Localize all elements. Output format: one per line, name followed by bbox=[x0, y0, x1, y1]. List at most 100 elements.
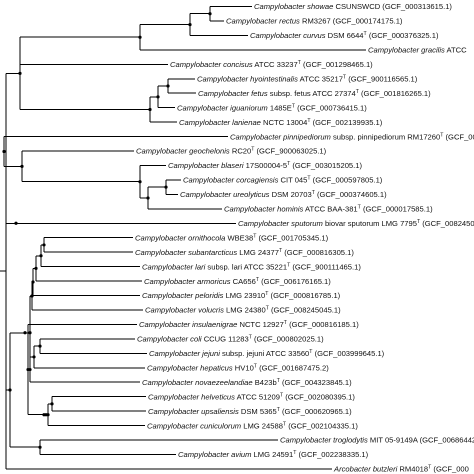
tree-node-dot bbox=[8, 388, 12, 392]
taxon-species: Campylobacter novaezeelandiae bbox=[142, 378, 253, 387]
taxon-strain: LMG 23910 bbox=[223, 291, 265, 300]
taxon-type-strain-mark: T bbox=[254, 363, 258, 369]
taxon-strain: biovar sputorum LMG 7795 bbox=[323, 219, 417, 228]
taxon-label: Campylobacter corcagiensis CIT 045T (GCF… bbox=[183, 176, 383, 185]
taxon-species: Campylobacter upsaliensis bbox=[148, 407, 239, 416]
taxon-accession: (GCF_900063025.1) bbox=[254, 147, 326, 156]
taxon-species: Campylobacter hepaticus bbox=[147, 363, 233, 372]
taxon-label: Campylobacter iguaniorum 1485ET (GCF_000… bbox=[177, 103, 367, 112]
taxon-species: Campylobacter jejuni bbox=[149, 349, 220, 358]
taxon-accession: (GCF_003015205.1) bbox=[290, 161, 362, 170]
taxon-label: Campylobacter lari subsp. lari ATCC 3522… bbox=[142, 262, 361, 271]
taxon-label: Campylobacter hominis ATCC BAA-381T (GCF… bbox=[224, 205, 433, 214]
taxon-label: Campylobacter hyointestinalis ATCC 35217… bbox=[197, 74, 418, 83]
tree-node-dot bbox=[138, 180, 142, 184]
taxon-label: Campylobacter pinnipediorum subsp. pinni… bbox=[230, 132, 474, 141]
taxon-type-strain-mark: T bbox=[312, 190, 316, 196]
tree-node-dot bbox=[166, 84, 170, 88]
taxon-accession: (GCF_000816785.1) bbox=[268, 291, 340, 300]
tree-node-dot bbox=[14, 221, 18, 225]
taxon-species: Campylobacter peloridis bbox=[142, 291, 224, 300]
taxon-strain: ATCC 35217 bbox=[298, 74, 343, 83]
taxon-type-strain-mark: T bbox=[256, 277, 260, 283]
taxon-label: Campylobacter upsaliensis DSM 5365T (GCF… bbox=[148, 407, 352, 416]
taxon-species: Campylobacter rectus bbox=[226, 17, 300, 26]
taxon-type-strain-mark: T bbox=[358, 205, 362, 211]
taxon-strain: WBE38 bbox=[225, 233, 253, 242]
taxon-species: Campylobacter lanienae bbox=[179, 118, 261, 127]
taxon-species: Campylobacter helveticus bbox=[148, 392, 235, 401]
taxon-species: Campylobacter hyointestinalis bbox=[197, 74, 298, 83]
taxon-species: Campylobacter fetus bbox=[198, 89, 268, 98]
taxon-strain: MIT 05-9149A bbox=[368, 436, 419, 445]
taxon-label: Campylobacter showae CSUNSWCD (GCF_00031… bbox=[254, 2, 452, 11]
taxon-accession: (GCF_000597805.1) bbox=[311, 176, 383, 185]
taxon-accession: (GCF_000816185.1) bbox=[287, 320, 359, 329]
tree-node-dot bbox=[32, 355, 36, 359]
taxon-species: Campylobacter avium bbox=[178, 450, 251, 459]
tree-node-dot bbox=[50, 402, 54, 406]
taxon-strain: RM4018 bbox=[397, 465, 428, 474]
taxon-species: Campylobacter iguaniorum bbox=[177, 103, 268, 112]
taxon-strain: DSM 20703 bbox=[269, 190, 311, 199]
tree-node-dot bbox=[156, 95, 160, 99]
tree-node-dot bbox=[30, 294, 34, 298]
tree-node-dot bbox=[138, 35, 142, 39]
taxon-label: Campylobacter novaezeelandiae B423bT (GC… bbox=[142, 378, 352, 387]
taxon-accession: (GCF_000313615.1) bbox=[380, 2, 452, 11]
taxon-type-strain-mark: T bbox=[287, 161, 291, 167]
tree-node-dot bbox=[148, 107, 152, 112]
taxon-strain: ATCC 33237 bbox=[253, 60, 298, 69]
taxon-accession: (GCF_002104335.1) bbox=[286, 421, 358, 430]
taxon-type-strain-mark: T bbox=[293, 450, 297, 456]
taxon-accession: (GCF_000620965.1) bbox=[280, 407, 352, 416]
taxon-label: Arcobacter butzleri RM4018T (GCF_000 bbox=[333, 465, 469, 474]
taxon-species: Campylobacter insulaenigrae bbox=[139, 320, 237, 329]
taxon-accession: (GCF_000017585.1) bbox=[361, 205, 433, 214]
taxon-accession: (GCF_004323845.1) bbox=[280, 378, 352, 387]
taxon-label: Campylobacter gracilis ATCC bbox=[368, 46, 467, 55]
taxon-label: Campylobacter curvus DSM 6644T (GCF_0003… bbox=[250, 31, 439, 40]
taxon-label: Campylobacter ureolyticus DSM 20703T (GC… bbox=[180, 190, 387, 199]
taxon-accession: (GCF_000736415.1) bbox=[295, 103, 367, 112]
taxon-accession: (GCF_000374605.1) bbox=[315, 190, 387, 199]
taxon-strain: ATCC BAA-381 bbox=[303, 205, 357, 214]
taxon-accession: (GCF_008245005.1) bbox=[420, 219, 474, 228]
taxon-type-strain-mark: T bbox=[292, 103, 296, 109]
taxon-label: Campylobacter ornithocola WBE38T (GCF_00… bbox=[135, 233, 329, 242]
taxon-strain: 1485E bbox=[268, 103, 292, 112]
taxon-strain: CSUNSWCD bbox=[333, 2, 380, 11]
taxon-type-strain-mark: T bbox=[251, 147, 255, 153]
taxon-label: Campylobacter volucris LMG 24380T (GCF_0… bbox=[145, 306, 341, 315]
taxon-label: Campylobacter sputorum biovar sputorum L… bbox=[238, 219, 474, 228]
taxon-type-strain-mark: T bbox=[265, 291, 269, 297]
taxon-accession: (GCF_001687475.2) bbox=[257, 363, 329, 372]
taxon-strain: HV10 bbox=[233, 363, 254, 372]
taxon-type-strain-mark: T bbox=[307, 176, 311, 182]
tree-node-dot bbox=[2, 149, 6, 154]
tree-node-dot bbox=[208, 12, 212, 16]
taxon-type-strain-mark: T bbox=[356, 89, 360, 95]
taxon-type-strain-mark: T bbox=[343, 74, 347, 80]
taxon-type-strain-mark: T bbox=[298, 60, 302, 66]
taxon-type-strain-mark: T bbox=[440, 132, 444, 138]
tree-node-dot bbox=[146, 196, 150, 200]
taxon-strain: subsp. lari ATCC 35221 bbox=[205, 262, 287, 271]
tree-node-dot bbox=[20, 164, 24, 168]
tree-node-dot bbox=[164, 185, 168, 189]
taxon-type-strain-mark: T bbox=[309, 349, 313, 355]
taxon-strain: LMG 24588 bbox=[241, 421, 283, 430]
taxon-strain: CIT 045 bbox=[278, 176, 307, 185]
taxon-species: Campylobacter blaseri bbox=[168, 161, 244, 170]
taxon-species: Campylobacter cuniculorum bbox=[147, 421, 241, 430]
taxon-type-strain-mark: T bbox=[279, 248, 283, 254]
taxon-accession: (GCF_002139935.1) bbox=[311, 118, 383, 127]
taxon-label: Campylobacter peloridis LMG 23910T (GCF_… bbox=[142, 291, 341, 300]
taxon-label: Campylobacter avium LMG 24591T (GCF_0022… bbox=[178, 450, 369, 459]
taxon-strain: NCTC 13004 bbox=[261, 118, 307, 127]
taxon-accession: (GCF_006176165.1) bbox=[259, 277, 331, 286]
taxon-accession: (GCF_000376325.1) bbox=[367, 31, 439, 40]
taxon-type-strain-mark: T bbox=[417, 219, 421, 225]
taxon-strain: ATCC 51209 bbox=[235, 392, 280, 401]
taxon-strain: 17S00004-5 bbox=[244, 161, 288, 170]
